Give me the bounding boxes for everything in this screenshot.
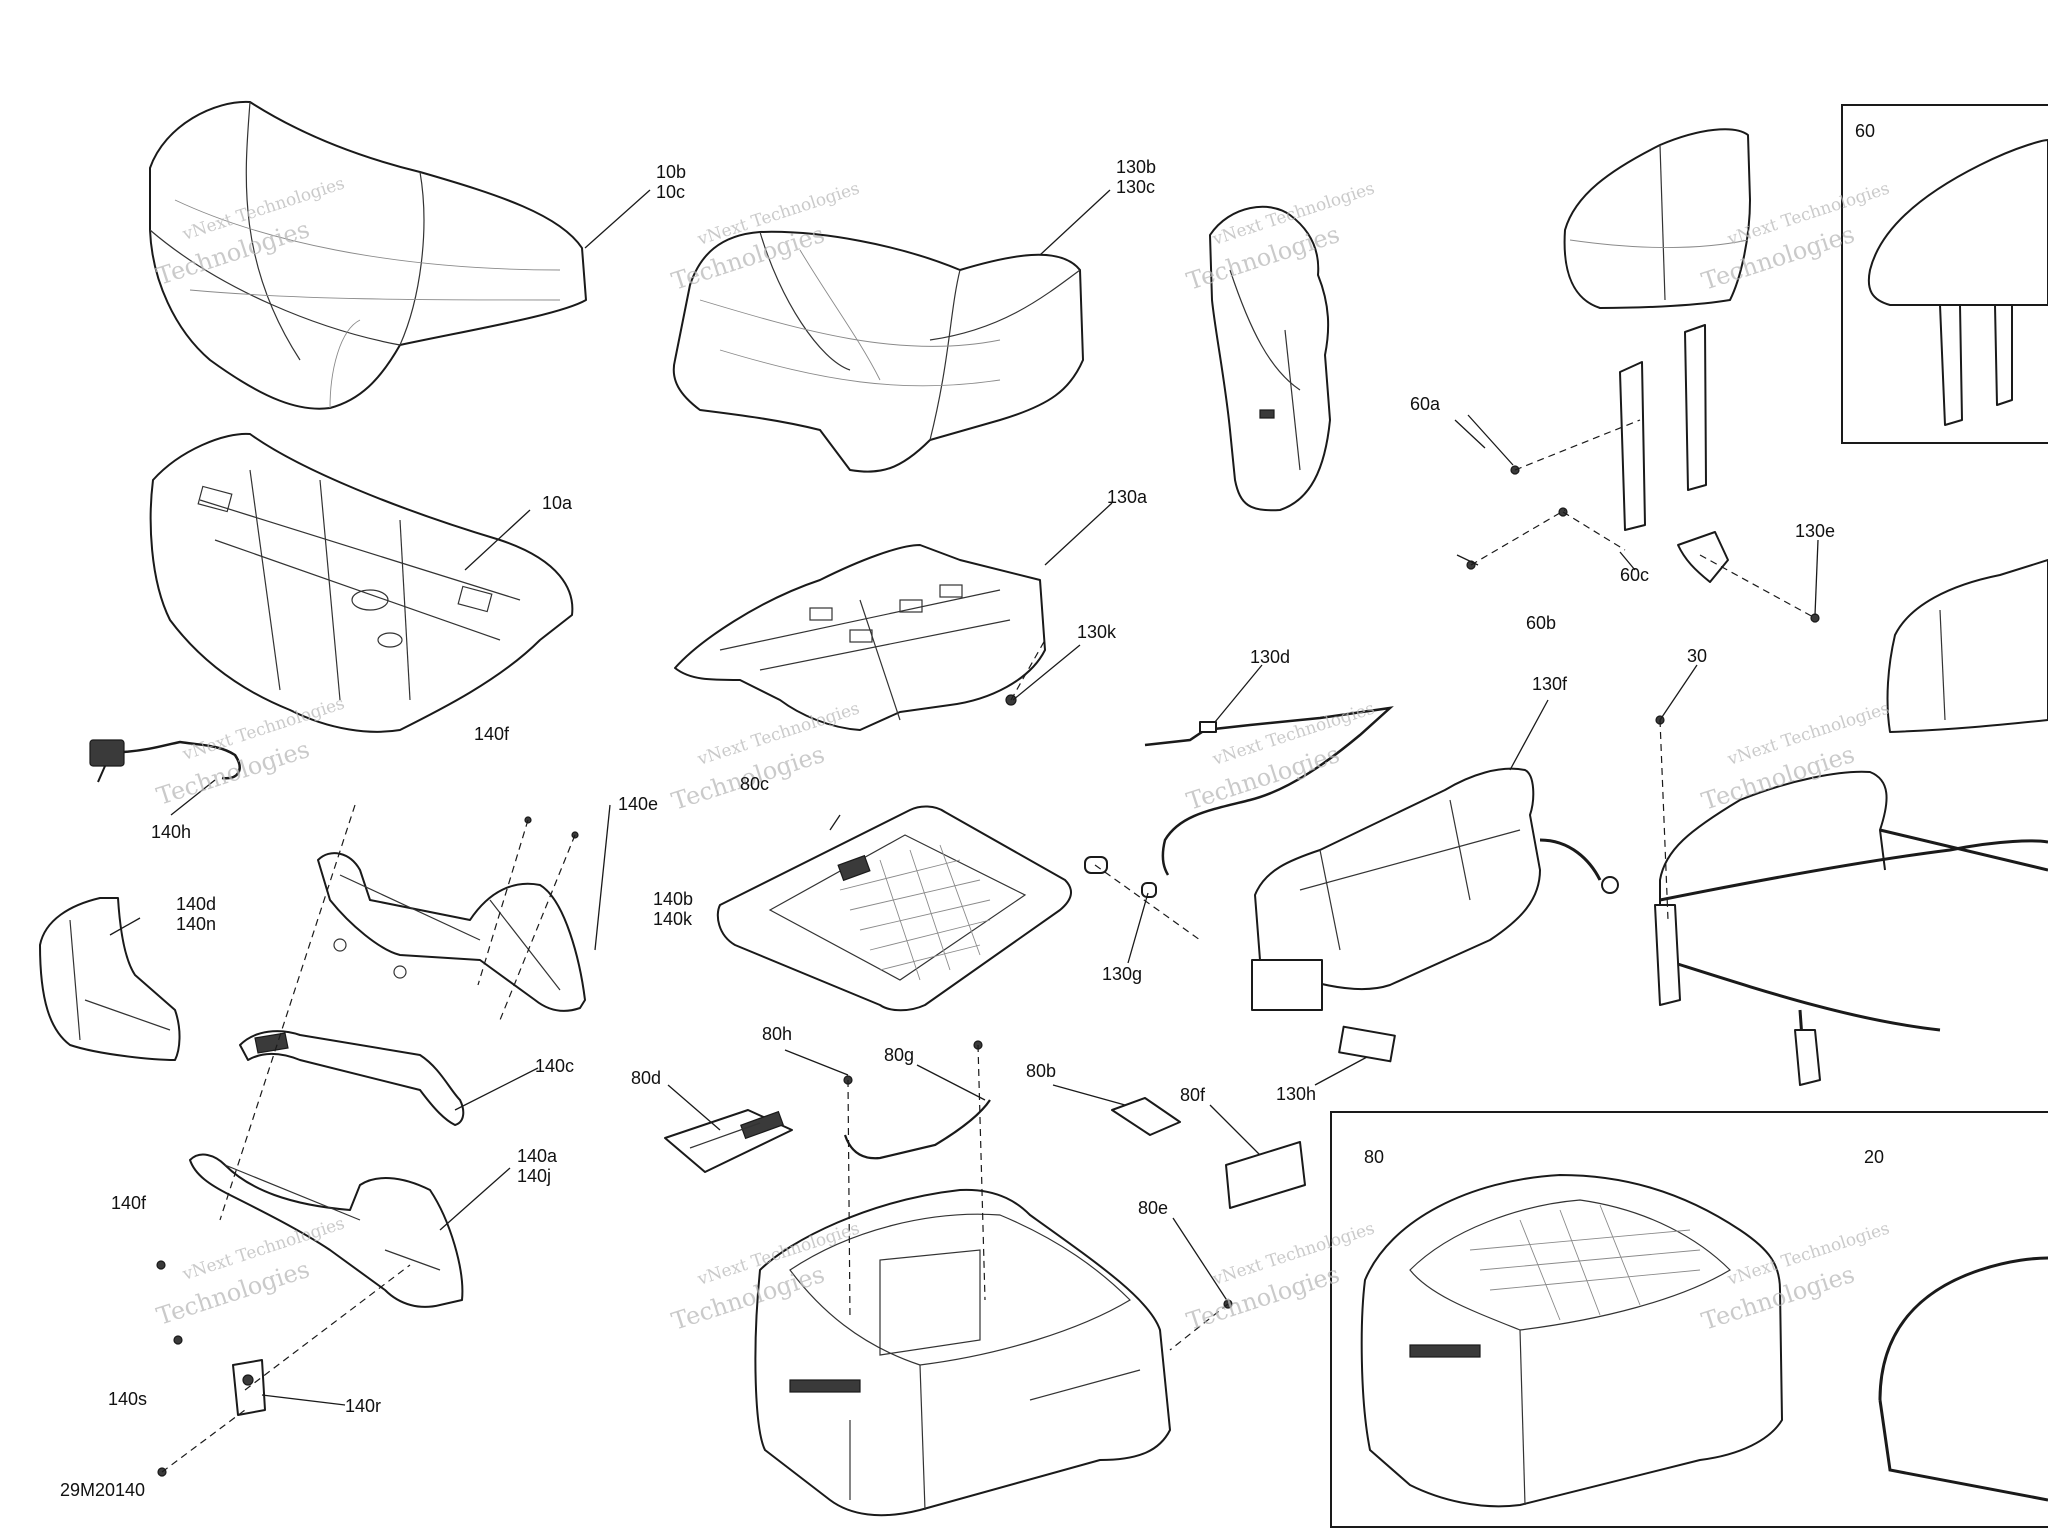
callout-10b: 10b xyxy=(656,162,686,182)
seat-cushion-part xyxy=(149,100,587,410)
callout-130c: 130c xyxy=(1116,177,1155,197)
callout-60a: 60a xyxy=(1410,394,1441,414)
callout-130f: 130f xyxy=(1532,674,1568,694)
callout-140r: 140r xyxy=(345,1396,381,1416)
callout-130b: 130b xyxy=(1116,157,1156,177)
callout-80e: 80e xyxy=(1138,1198,1168,1218)
callout-140k: 140k xyxy=(653,909,693,929)
callout-140f-top: 140f xyxy=(474,724,510,744)
side-cover-part xyxy=(1886,559,2048,733)
callout-80f: 80f xyxy=(1180,1085,1206,1105)
storage-bin-part xyxy=(754,1188,1171,1517)
callout-130g: 130g xyxy=(1102,964,1142,984)
wire-harness-130d xyxy=(1144,706,1394,876)
armrest-lower-140a xyxy=(189,1153,464,1308)
decal-80f xyxy=(1225,1141,1306,1209)
seat-foam-part xyxy=(672,230,1084,473)
armrest-cap-140d xyxy=(39,897,181,1061)
armrest-frame-140b xyxy=(317,852,586,1012)
inset-frame-60 xyxy=(1841,104,2048,444)
callout-140s: 140s xyxy=(108,1389,147,1409)
callout-140f-bottom: 140f xyxy=(111,1193,147,1213)
inset-headrest-part xyxy=(1867,139,2048,426)
callout-140d: 140d xyxy=(176,894,216,914)
drawing-number: 29M20140 xyxy=(60,1480,145,1500)
callout-140b: 140b xyxy=(653,889,693,909)
callout-140h: 140h xyxy=(151,822,191,842)
callout-140e: 140e xyxy=(618,794,658,814)
headrest-part xyxy=(1563,128,1751,583)
callout-10c: 10c xyxy=(656,182,685,202)
callout-60b: 60b xyxy=(1526,613,1556,633)
inset-label-60: 60 xyxy=(1855,121,1875,141)
seat-frame-part xyxy=(1654,770,2048,1086)
callout-130d: 130d xyxy=(1250,647,1290,667)
callout-140j: 140j xyxy=(517,1166,551,1186)
inset-storage-part xyxy=(1360,1174,1783,1508)
inset-seat-frame-part xyxy=(1878,1256,2048,1401)
bushings-130g xyxy=(1084,856,1157,898)
latch-80b xyxy=(1111,1097,1181,1136)
bracket-80d xyxy=(664,1109,793,1173)
seat-base-part xyxy=(149,432,574,733)
callout-30: 30 xyxy=(1687,646,1707,666)
callout-60c: 60c xyxy=(1620,565,1649,585)
inset-seat-frame-rail xyxy=(1878,1399,2048,1502)
callout-130e: 130e xyxy=(1795,521,1835,541)
callout-80c: 80c xyxy=(740,774,769,794)
callout-80b: 80b xyxy=(1026,1061,1056,1081)
seat-slider-mechanism-part xyxy=(1251,767,1619,1011)
callout-80g: 80g xyxy=(884,1045,914,1065)
callout-130k: 130k xyxy=(1077,622,1117,642)
inset-frame-80-20 xyxy=(1330,1111,2048,1528)
cable-80g xyxy=(843,1099,991,1160)
callout-140n: 140n xyxy=(176,914,216,934)
callout-140a: 140a xyxy=(517,1146,558,1166)
switch-harness-140h xyxy=(89,739,241,783)
callout-80h: 80h xyxy=(762,1024,792,1044)
callout-130h: 130h xyxy=(1276,1084,1316,1104)
assembly-lines xyxy=(161,419,1816,1473)
callout-80d: 80d xyxy=(631,1068,661,1088)
seat-pan-part xyxy=(674,544,1046,731)
bracket-hole-140r xyxy=(242,1374,254,1386)
callout-140c: 140c xyxy=(535,1056,574,1076)
storage-lid-80c xyxy=(716,805,1072,1012)
inset-label-80: 80 xyxy=(1364,1147,1384,1167)
connector-130d xyxy=(1199,721,1217,733)
label-plate-130h xyxy=(1338,1025,1396,1063)
callout-130a: 130a xyxy=(1107,487,1148,507)
inset-label-20: 20 xyxy=(1864,1147,1884,1167)
callout-10a: 10a xyxy=(542,493,573,513)
leader-lines xyxy=(109,189,1819,1406)
callout-labels: 10b 10c 10a 130b 130c 130a 130k 130d 130… xyxy=(60,121,1884,1500)
grab-handle-140c xyxy=(239,1030,465,1126)
backrest-part xyxy=(1209,205,1331,512)
